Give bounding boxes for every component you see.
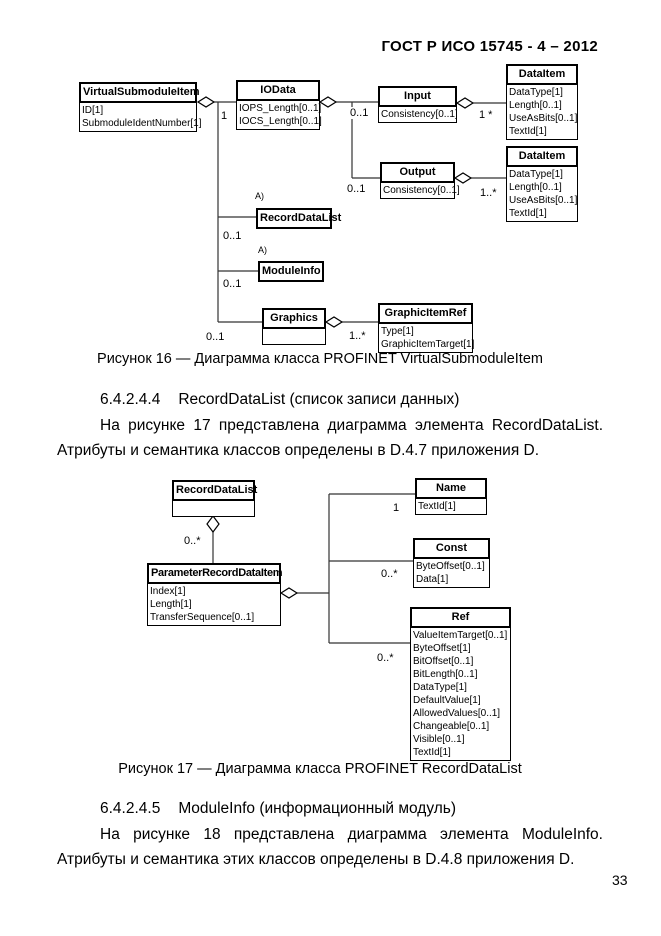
class-virtualsubmoduleitem: VirtualSubmoduleItem ID[1] SubmoduleIden… bbox=[79, 82, 202, 132]
class-attribute: TransferSequence[0..1] bbox=[150, 612, 255, 623]
class-attribute: AllowedValues[0..1] bbox=[413, 708, 501, 719]
class-title: Input bbox=[378, 86, 457, 107]
aggregation-diamond bbox=[453, 172, 473, 184]
figure17-caption: Рисунок 17 — Диаграмма класса PROFINET R… bbox=[118, 761, 522, 777]
class-attribute: TextId[1] bbox=[509, 126, 547, 137]
section-title: ModuleInfo (информационный модуль) bbox=[178, 800, 457, 817]
class-attribute: UseAsBits[0..1] bbox=[509, 113, 578, 124]
class-title: ModuleInfo bbox=[258, 261, 324, 282]
class-attribute: Length[0..1] bbox=[509, 182, 562, 193]
class-attribute: DataType[1] bbox=[509, 169, 563, 180]
class-iodata: IOData IOPS_Length[0..1] IOCS_Length[0..… bbox=[236, 80, 322, 130]
class-attribute: UseAsBits[0..1] bbox=[509, 195, 578, 206]
multiplicity-label: 1..* bbox=[348, 330, 367, 342]
paragraph-line: На рисунке 17 представлена диаграмма эле… bbox=[100, 417, 603, 434]
class-attribute: TextId[1] bbox=[413, 747, 451, 758]
aggregation-diamond bbox=[455, 97, 475, 109]
class-parameterrecorddataitem: ParameterRecordDataItem Index[1] Length[… bbox=[147, 563, 283, 626]
class-const: Const ByteOffset[0..1] Data[1] bbox=[413, 538, 490, 588]
class-ref: Ref ValueItemTarget[0..1] ByteOffset[1] … bbox=[410, 607, 511, 761]
class-graphics: Graphics bbox=[262, 308, 326, 345]
class-title: RecordDataList bbox=[256, 208, 341, 229]
section-heading-6-4-2-4-4: 6.4.2.4.4 RecordDataList (список записи д… bbox=[100, 391, 459, 409]
class-attribute: DefaultValue[1] bbox=[413, 695, 481, 706]
class-attribute: Visible[0..1] bbox=[413, 734, 465, 745]
aggregation-diamond bbox=[324, 316, 344, 328]
class-attribute: Type[1] bbox=[381, 326, 414, 337]
multiplicity-label: 0..1 bbox=[222, 230, 243, 242]
paragraph-line: Атрибуты и семантика классов определены … bbox=[57, 442, 540, 459]
class-graphicitemref: GraphicItemRef Type[1] GraphicItemTarget… bbox=[378, 303, 475, 353]
page-number: 33 bbox=[612, 872, 628, 888]
class-attribute: Length[0..1] bbox=[509, 100, 562, 111]
class-output: Output Consistency[0..1] bbox=[380, 162, 460, 199]
class-attribute: DataType[1] bbox=[413, 682, 467, 693]
multiplicity-label: 0..1 bbox=[222, 278, 243, 290]
footnote-marker: A) bbox=[255, 191, 264, 201]
class-attribute: Consistency[0..1] bbox=[381, 109, 458, 120]
class-title: Output bbox=[380, 162, 455, 183]
section-number: 6.4.2.4.4 bbox=[100, 391, 161, 408]
class-attribute: Index[1] bbox=[150, 586, 186, 597]
multiplicity-label: 1 * bbox=[478, 109, 494, 121]
class-attribute: BitLength[0..1] bbox=[413, 669, 478, 680]
class-title: DataItem bbox=[506, 146, 578, 167]
paragraph-line: Атрибуты и семантика этих классов опреде… bbox=[57, 851, 575, 868]
class-title: Const bbox=[413, 538, 490, 559]
multiplicity-label: 0..* bbox=[380, 568, 399, 580]
multiplicity-label: 1 bbox=[220, 110, 229, 122]
class-attribute: SubmoduleIdentNumber[1] bbox=[82, 118, 202, 129]
multiplicity-label: 1..* bbox=[479, 187, 498, 199]
section-number: 6.4.2.4.5 bbox=[100, 800, 161, 817]
aggregation-diamond bbox=[318, 96, 338, 108]
class-attribute: Consistency[0..1] bbox=[383, 185, 460, 196]
class-recorddatalist-fig17: RecordDataList bbox=[172, 480, 257, 517]
page-header-standard-ref: ГОСТ Р ИСО 15745 - 4 – 2012 bbox=[381, 38, 598, 55]
multiplicity-label: 0..1 bbox=[349, 107, 370, 119]
class-title: Name bbox=[415, 478, 487, 499]
multiplicity-label: 0..* bbox=[376, 652, 395, 664]
section-heading-6-4-2-4-5: 6.4.2.4.5 ModuleInfo (информационный моду… bbox=[100, 800, 456, 818]
class-moduleinfo: ModuleInfo bbox=[258, 261, 324, 282]
class-attribute: TextId[1] bbox=[509, 208, 547, 219]
class-title: IOData bbox=[236, 80, 320, 101]
figure16-caption: Рисунок 16 — Диаграмма класса PROFINET V… bbox=[97, 351, 543, 367]
class-title: DataItem bbox=[506, 64, 578, 85]
multiplicity-label: 0..* bbox=[183, 535, 202, 547]
class-attribute: BitOffset[0..1] bbox=[413, 656, 474, 667]
aggregation-diamond bbox=[206, 515, 220, 533]
aggregation-diamond bbox=[196, 96, 216, 108]
class-attribute: IOCS_Length[0..1] bbox=[239, 116, 322, 127]
class-attribute: GraphicItemTarget[1] bbox=[381, 339, 475, 350]
class-attribute: ByteOffset[0..1] bbox=[416, 561, 485, 572]
class-input: Input Consistency[0..1] bbox=[378, 86, 458, 123]
class-name: Name TextId[1] bbox=[415, 478, 487, 515]
class-dataitem-input: DataItem DataType[1] Length[0..1] UseAsB… bbox=[506, 64, 578, 140]
class-attribute: IOPS_Length[0..1] bbox=[239, 103, 322, 114]
class-attribute: Data[1] bbox=[416, 574, 449, 585]
class-recorddatalist: RecordDataList bbox=[256, 208, 341, 229]
class-attribute: Length[1] bbox=[150, 599, 192, 610]
class-title: Graphics bbox=[262, 308, 326, 329]
multiplicity-label: 0..1 bbox=[346, 183, 367, 195]
class-title: VirtualSubmoduleItem bbox=[79, 82, 200, 103]
class-title: RecordDataList bbox=[172, 480, 257, 501]
class-attribute: ByteOffset[1] bbox=[413, 643, 471, 654]
paragraph-line: На рисунке 18 представлена диаграмма эле… bbox=[100, 826, 603, 843]
class-dataitem-output: DataItem DataType[1] Length[0..1] UseAsB… bbox=[506, 146, 578, 222]
class-attribute: DataType[1] bbox=[509, 87, 563, 98]
section-title: RecordDataList (список записи данных) bbox=[178, 391, 460, 408]
class-title: ParameterRecordDataItem bbox=[147, 563, 283, 584]
class-attribute: ID[1] bbox=[82, 105, 104, 116]
class-title: GraphicItemRef bbox=[378, 303, 473, 324]
aggregation-diamond bbox=[279, 587, 299, 599]
multiplicity-label: 1 bbox=[392, 502, 401, 514]
class-attribute: TextId[1] bbox=[418, 501, 456, 512]
class-title: Ref bbox=[410, 607, 511, 628]
class-attribute: ValueItemTarget[0..1] bbox=[413, 630, 508, 641]
class-attribute: Changeable[0..1] bbox=[413, 721, 490, 732]
footnote-marker: A) bbox=[258, 245, 267, 255]
multiplicity-label: 0..1 bbox=[205, 331, 226, 343]
